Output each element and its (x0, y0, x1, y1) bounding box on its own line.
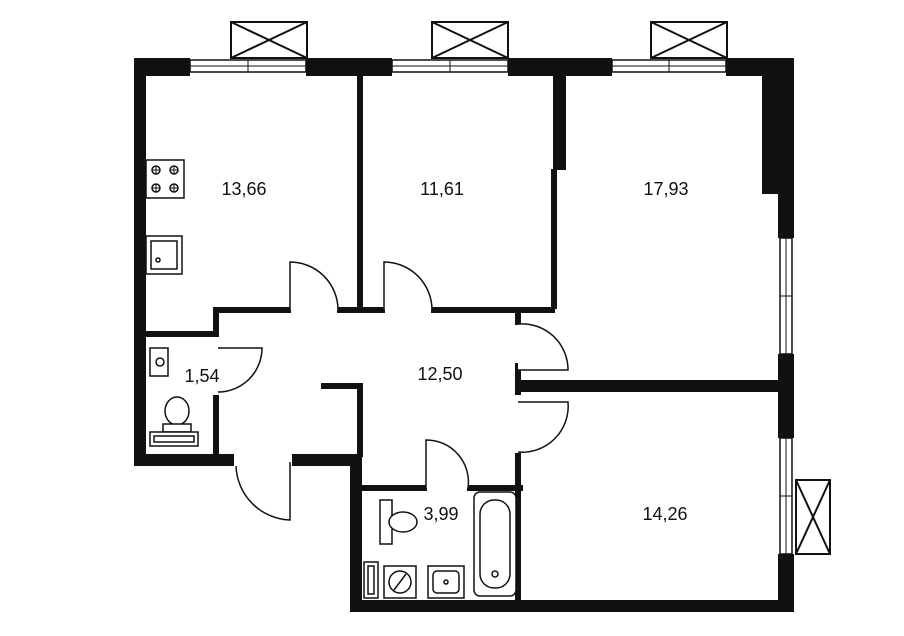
ac-unit-icon (230, 21, 308, 59)
room-area-bedroom-2: 17,93 (643, 179, 688, 199)
shelf-icon (149, 431, 199, 447)
room-area-toilet: 1,54 (184, 366, 219, 386)
window-icon (779, 237, 793, 355)
stove-icon (145, 159, 185, 199)
room-area-bedroom-1: 11,61 (420, 179, 464, 199)
ac-unit-icon (431, 21, 509, 59)
room-area-bedroom-3: 14,26 (642, 504, 687, 524)
door-icon (289, 261, 339, 311)
bathtub-icon (473, 491, 517, 597)
sink-icon (145, 235, 183, 275)
door-icon (517, 323, 569, 371)
washing-machine-icon (383, 565, 417, 599)
room-area-hall: 12,50 (417, 364, 462, 384)
door-icon (235, 462, 291, 521)
room-area-bathroom: 3,99 (423, 504, 458, 524)
toilet-icon (379, 499, 418, 545)
toilet-icon (162, 396, 192, 433)
room-area-kitchen: 13,66 (221, 179, 266, 199)
window-icon (611, 59, 727, 73)
ac-unit-icon (795, 479, 831, 555)
window-icon (189, 59, 307, 73)
shelf-icon (363, 561, 379, 599)
window-icon (779, 437, 793, 555)
sink-icon (149, 347, 169, 377)
door-icon (217, 347, 263, 393)
window-icon (391, 59, 509, 73)
sink-icon (427, 565, 465, 599)
ac-unit-icon (650, 21, 728, 59)
door-icon (425, 439, 470, 489)
door-icon (517, 401, 569, 453)
outer-walls (134, 58, 794, 612)
door-icon (383, 261, 433, 311)
